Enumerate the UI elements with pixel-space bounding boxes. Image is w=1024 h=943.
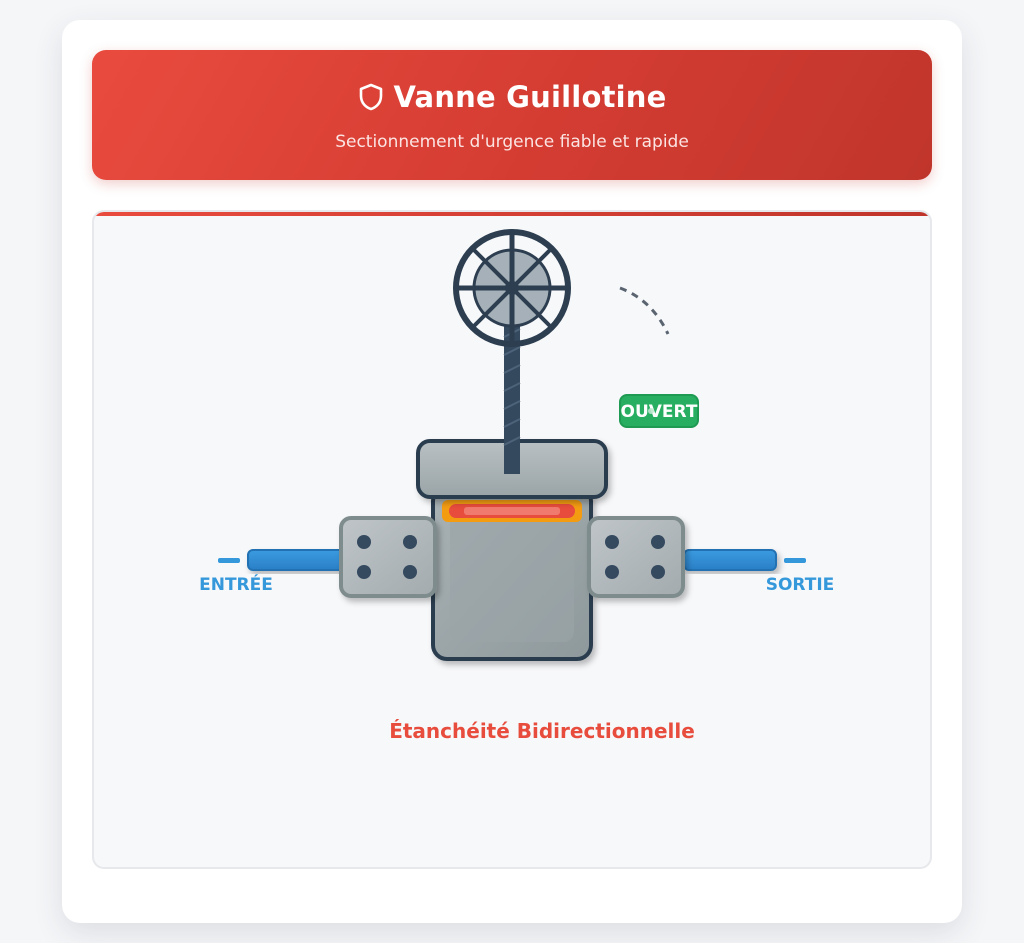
status-badge-text: OUVERT [621, 402, 698, 422]
valve-body-inner [450, 504, 574, 642]
outlet-flow-dash [784, 558, 806, 563]
valve-stem [503, 322, 521, 474]
outlet-flange [587, 516, 685, 598]
status-badge: OUVERT [619, 394, 699, 428]
handwheel[interactable] [453, 229, 571, 347]
valve-diagram: OUVERT ENTRÉE SORTIE Étanchéité Bidirect… [199, 229, 835, 743]
rotation-arc [619, 286, 670, 335]
outlet-pipe [683, 549, 777, 571]
inlet-flow-dash [218, 558, 240, 563]
page-subtitle: Sectionnement d'urgence fiable et rapide [335, 132, 689, 152]
main-card: Vanne Guillotine Sectionnement d'urgence… [62, 20, 962, 923]
diagram-caption: Étanchéité Bidirectionnelle [389, 719, 695, 743]
header-banner: Vanne Guillotine Sectionnement d'urgence… [92, 50, 932, 180]
inlet-label: ENTRÉE [199, 573, 273, 595]
gate-seal [442, 500, 582, 522]
page-title: Vanne Guillotine [393, 80, 667, 114]
outlet-label: SORTIE [766, 575, 835, 595]
inlet-flange [339, 516, 437, 598]
panel-accent-bar [94, 212, 930, 216]
title-row: Vanne Guillotine [92, 80, 932, 114]
shield-icon [359, 83, 382, 111]
diagram-panel: OUVERT ENTRÉE SORTIE Étanchéité Bidirect… [92, 210, 932, 869]
inlet-pipe [247, 549, 347, 571]
